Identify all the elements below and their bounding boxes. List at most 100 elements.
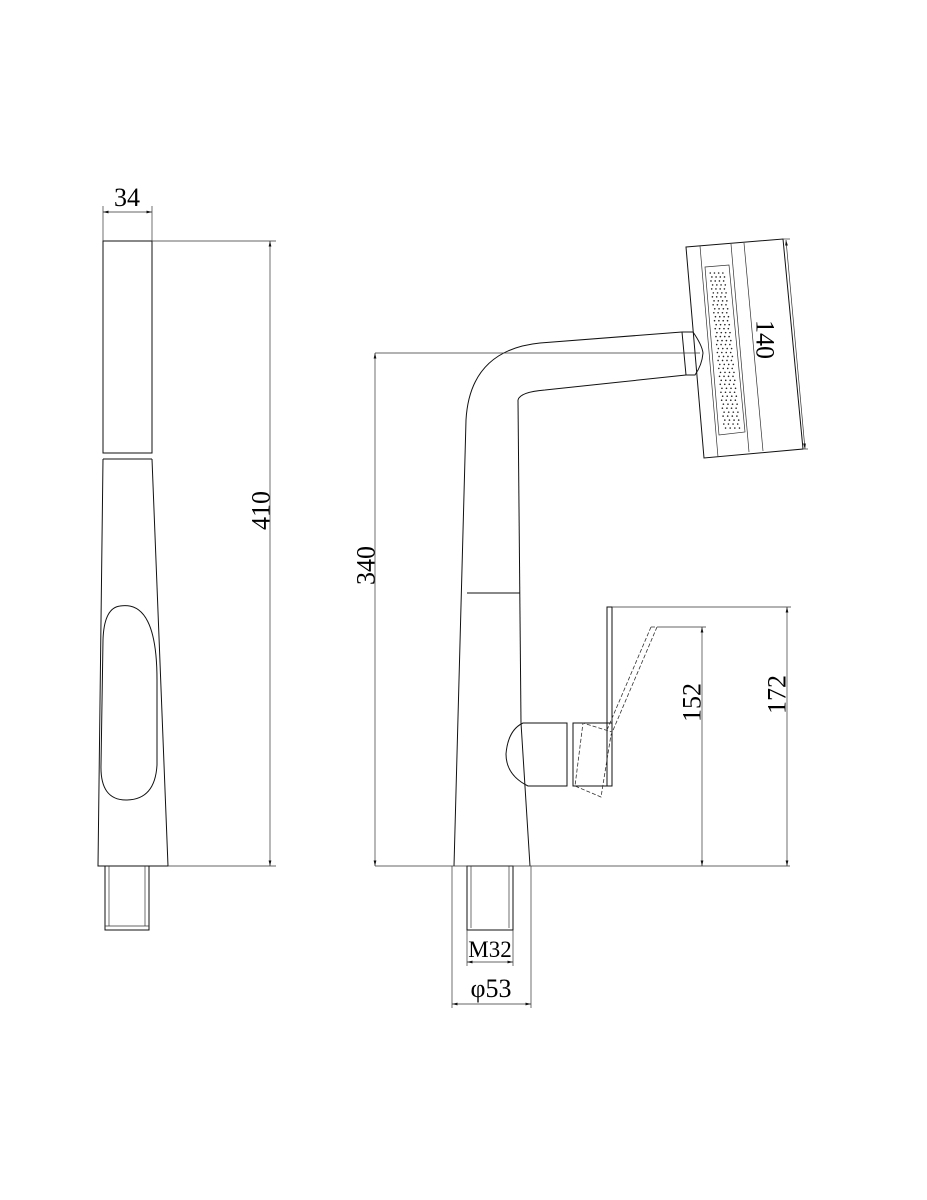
nozzle-dot (734, 387, 737, 390)
nozzle-dot (711, 284, 714, 286)
spout-outer-edge (453, 331, 683, 867)
side-oval-cutout (100, 605, 158, 801)
nozzle-dot (714, 280, 716, 282)
nozzle-dot (715, 276, 717, 278)
nozzle-dot (730, 339, 732, 342)
nozzle-dot (717, 311, 719, 314)
nozzle-dot (729, 343, 731, 346)
nozzle-dot (722, 367, 725, 370)
dim-label-base-diameter: φ53 (470, 974, 511, 1003)
nozzle-dot (727, 355, 729, 358)
nozzle-dot (731, 415, 734, 417)
nozzle-dot (712, 292, 715, 294)
nozzle-dot (715, 335, 717, 338)
nozzle-dot (722, 423, 725, 425)
nozzle-dot (726, 407, 728, 409)
nozzle-dot (729, 379, 732, 382)
nozzle-dot (713, 300, 715, 302)
nozzle-dot (719, 371, 722, 374)
nozzle-dot (715, 288, 717, 290)
nozzle-dot (730, 347, 733, 350)
dim-label-height: 410 (247, 491, 276, 530)
nozzle-dot (733, 379, 736, 382)
nozzle-dot (718, 367, 720, 370)
spout-inner-edge (517, 374, 687, 867)
nozzle-dot (709, 272, 712, 274)
dim-label-outlet-height: 152 (678, 683, 707, 722)
nozzle-dot (723, 276, 726, 278)
nozzle-dot (728, 335, 730, 338)
nozzle-dot (713, 319, 716, 322)
nozzle-dot (729, 391, 731, 394)
nozzle-dot (718, 363, 721, 366)
nozzle-dot (732, 375, 734, 378)
nozzle-dot (738, 427, 741, 429)
nozzle-dot (718, 280, 721, 282)
nozzle-dot (725, 311, 728, 314)
nozzle-dot (728, 323, 731, 326)
nozzle-dot (718, 355, 720, 358)
nozzle-dot (726, 300, 728, 302)
lever-alt-position (574, 626, 658, 798)
nozzle-dot (736, 415, 738, 417)
nozzle-dot (725, 292, 727, 294)
nozzle-dot (729, 399, 732, 401)
nozzle-dot (732, 423, 734, 425)
side-handle-top (102, 240, 153, 454)
nozzle-dot (723, 288, 726, 290)
nozzle-dot (724, 371, 726, 374)
nozzle-dot (713, 307, 716, 310)
nozzle-dot (721, 347, 724, 350)
nozzle-dot (718, 327, 721, 330)
nozzle-dot (727, 315, 730, 318)
nozzle-dot (716, 303, 719, 306)
nozzle-dot (723, 383, 726, 386)
spout-head-connector (681, 331, 704, 376)
nozzle-dot (710, 280, 712, 282)
dim-label-width: 34 (114, 183, 140, 212)
nozzle-dot (720, 391, 722, 394)
side-body (97, 458, 169, 867)
nozzle-dot (721, 395, 724, 398)
nozzle-dot (728, 371, 731, 374)
nozzle-dot (727, 423, 730, 425)
nozzle-dot (716, 331, 718, 334)
nozzle-dot (724, 391, 727, 394)
spray-nozzle-area (704, 264, 746, 436)
nozzle-dot (733, 371, 735, 374)
dim-label-overall-height: 340 (352, 546, 381, 585)
dim-label-lever-height: 172 (763, 675, 792, 714)
nozzle-dot (727, 327, 730, 330)
nozzle-dot (719, 335, 722, 338)
nozzle-dot (715, 323, 717, 326)
nozzle-dot (732, 383, 735, 386)
nozzle-dot (715, 296, 718, 298)
nozzle-dot (733, 419, 735, 421)
nozzle-dot (723, 315, 725, 318)
nozzle-dot (726, 415, 729, 417)
nozzle-dot (726, 319, 729, 322)
nozzle-dot (731, 355, 734, 358)
front-thread-stub (466, 865, 514, 931)
nozzle-dot (733, 391, 736, 394)
nozzle-dot (729, 351, 732, 354)
nozzle-dot (720, 399, 723, 401)
lever-knob (505, 722, 568, 787)
nozzle-dot (723, 363, 726, 366)
nozzle-dot (720, 331, 723, 334)
lever (505, 606, 658, 798)
nozzle-dot (717, 359, 719, 362)
nozzle-dot (721, 359, 724, 362)
dim-line-140 (785, 239, 806, 450)
nozzle-dot (737, 419, 740, 421)
nozzle-dot (726, 395, 729, 398)
nozzle-dot (716, 284, 718, 286)
nozzle-dot (716, 351, 719, 354)
nozzle-dot (728, 383, 731, 386)
nozzle-dot (724, 379, 727, 382)
nozzle-dot (721, 407, 724, 409)
nozzle-dot (721, 300, 724, 302)
spray-head (685, 238, 804, 459)
nozzle-dot (713, 272, 716, 274)
